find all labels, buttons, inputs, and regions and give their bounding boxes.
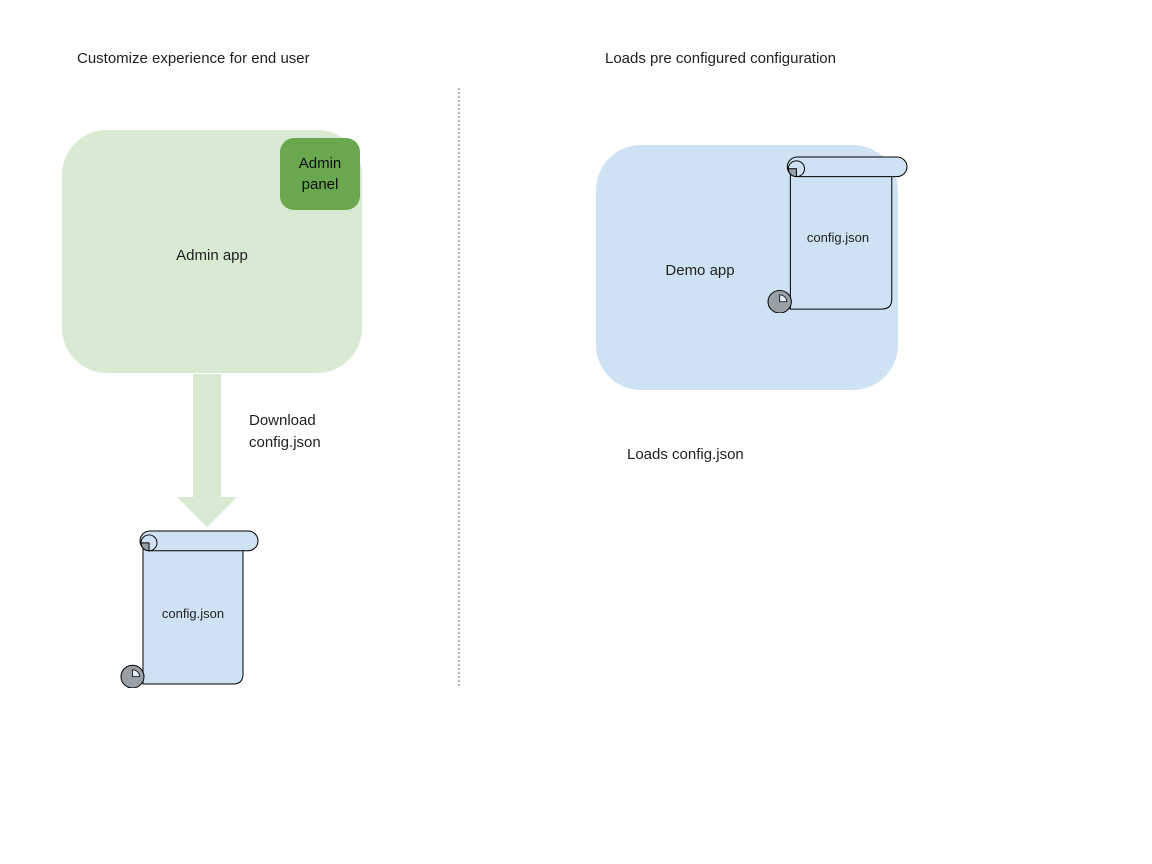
scroll-body [789,166,893,310]
scroll-bottom-curl-notch [132,669,140,678]
right-section-title: Loads pre configured configuration [605,50,836,67]
demo-app-label: Demo app [665,262,735,279]
scroll-roll-bar [786,156,908,178]
config-scroll-label: config.json [161,606,225,621]
down-arrow-shape [177,374,237,527]
left-section-title: Customize experience for end user [77,50,310,67]
download-config-caption: Download config.json [249,412,321,451]
admin-panel-label: Admin panel [298,155,342,193]
scroll-roll-bar [139,530,259,552]
section-divider [458,88,460,686]
scroll-top-curl-shade [787,168,797,178]
config-scroll-icon-right [767,156,908,313]
scroll-bottom-curl-notch [779,294,788,303]
down-arrow-icon [177,374,237,527]
config-scroll-label-right: config.json [806,230,870,245]
config-scroll-icon [120,530,259,688]
scroll-top-curl-shade [140,542,150,552]
scroll-body [142,540,244,685]
loads-config-caption: Loads config.json [627,446,744,463]
admin-app-label: Admin app [176,247,248,264]
admin-panel-box: Admin panel [280,138,360,210]
